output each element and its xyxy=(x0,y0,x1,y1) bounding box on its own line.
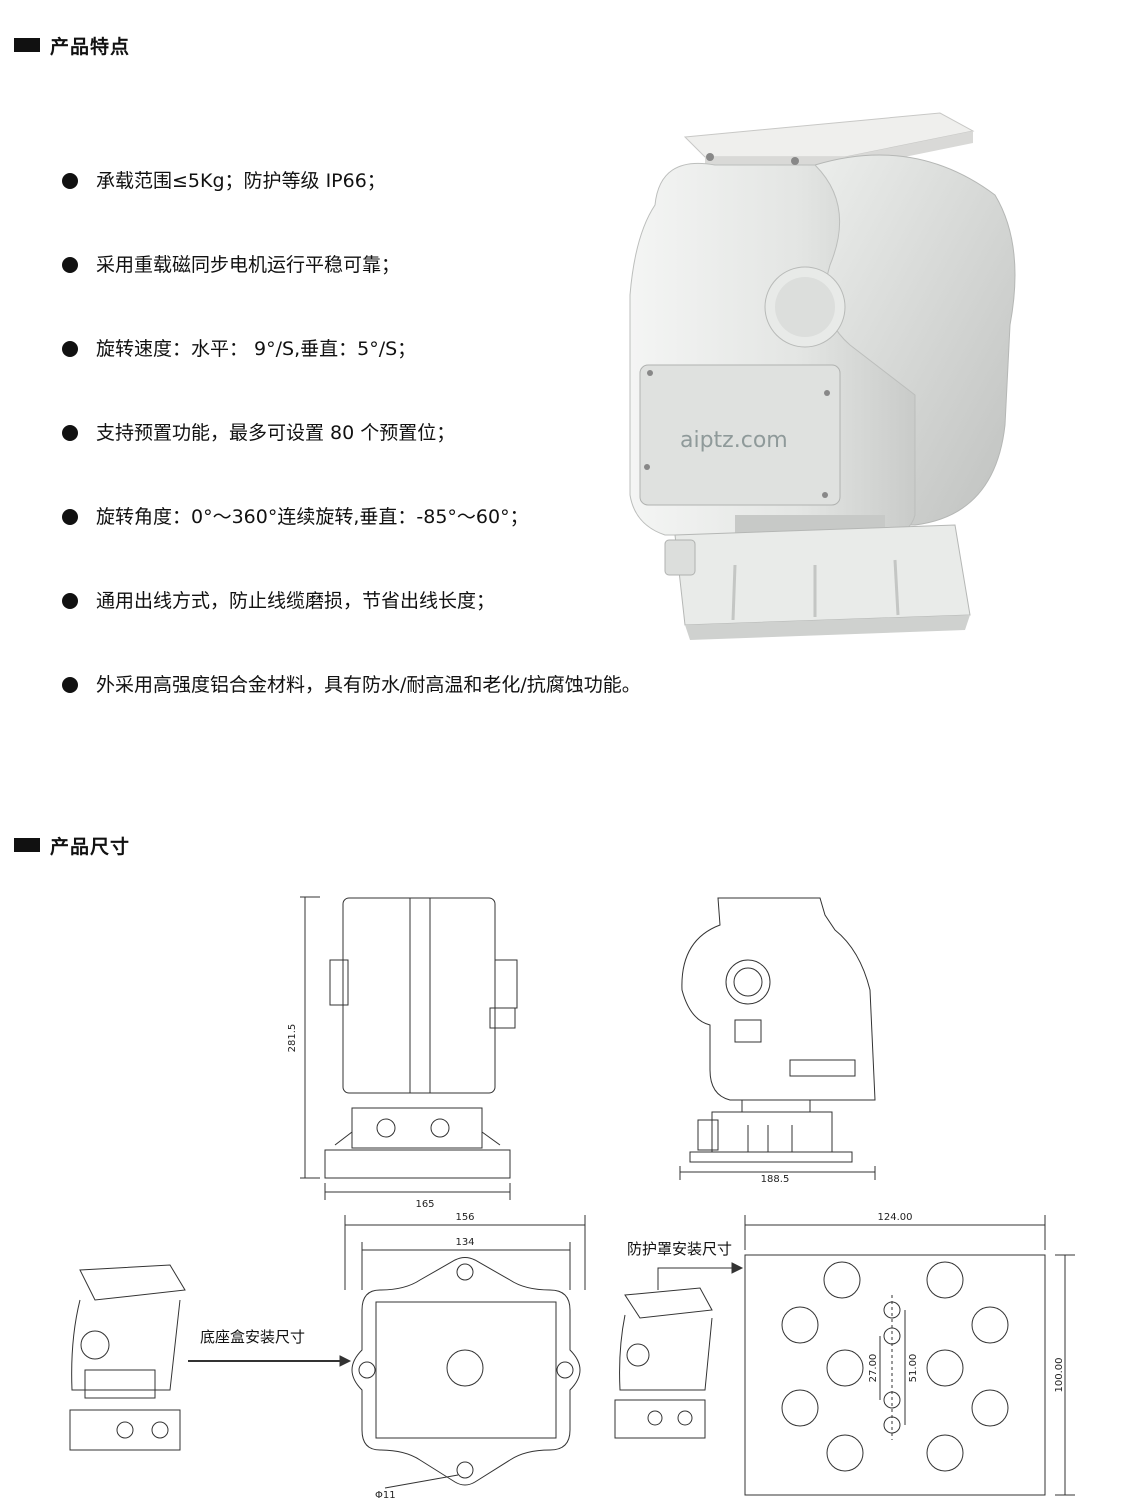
bullet-icon xyxy=(62,341,78,357)
dim-plate-height: 100.00 xyxy=(1054,1358,1065,1393)
feature-item: 支持预置功能，最多可设置 80 个预置位； xyxy=(60,420,780,504)
dim-plate-width: 124.00 xyxy=(878,1212,913,1223)
feature-item: 承载范围≤5Kg；防护等级 IP66； xyxy=(60,168,780,252)
bullet-icon xyxy=(62,257,78,273)
section-title: 产品尺寸 xyxy=(50,835,131,858)
pan-tilt-sketch-left xyxy=(69,1264,186,1451)
product-photo: aiptz.com xyxy=(629,112,1016,640)
dimension-drawings: 281.5 165 188.5 156 134 Φ11 底座盒安装尺寸 防护罩安… xyxy=(69,896,1075,1500)
side-view-drawing xyxy=(300,896,518,1200)
front-view-drawing xyxy=(679,897,876,1180)
feature-item: 旋转速度：水平： 9°/S,垂直：5°/S； xyxy=(60,336,780,420)
feature-list: 承载范围≤5Kg；防护等级 IP66； 采用重载磁同步电机运行平稳可靠； 旋转速… xyxy=(60,168,780,756)
dim-side-height: 281.5 xyxy=(287,1024,298,1053)
cover-mount-label: 防护罩安装尺寸 xyxy=(627,1240,732,1258)
dim-base-inner: 134 xyxy=(455,1237,474,1248)
watermark-text: aiptz.com xyxy=(680,428,788,453)
dim-front-width: 188.5 xyxy=(761,1174,790,1185)
bullet-icon xyxy=(62,593,78,609)
dim-side-width: 165 xyxy=(415,1199,434,1210)
section-header-features: 产品特点 xyxy=(14,32,130,58)
base-mount-label: 底座盒安装尺寸 xyxy=(200,1328,305,1346)
bullet-icon xyxy=(62,173,78,189)
mounting-plate-drawing xyxy=(744,1215,1075,1496)
dim-27: 27.00 xyxy=(868,1354,879,1383)
dim-base-outer: 156 xyxy=(455,1212,474,1223)
dim-hole-diameter: Φ11 xyxy=(375,1490,396,1500)
pan-tilt-sketch-right xyxy=(614,1262,744,1439)
bullet-icon xyxy=(62,677,78,693)
dim-51: 51.00 xyxy=(908,1354,919,1383)
feature-item: 旋转角度：0°～360°连续旋转,垂直：-85°～60°； xyxy=(60,504,780,588)
bullet-icon xyxy=(62,425,78,441)
feature-item: 外采用高强度铝合金材料，具有防水/耐高温和老化/抗腐蚀功能。 xyxy=(60,672,780,756)
bullet-icon xyxy=(62,509,78,525)
feature-item: 通用出线方式，防止线缆磨损，节省出线长度； xyxy=(60,588,780,672)
section-title: 产品特点 xyxy=(50,35,131,58)
section-header-dimensions: 产品尺寸 xyxy=(14,832,130,858)
square-bullet-icon xyxy=(14,838,40,852)
square-bullet-icon xyxy=(14,38,40,52)
base-box-drawing xyxy=(344,1215,586,1489)
feature-item: 采用重载磁同步电机运行平稳可靠； xyxy=(60,252,780,336)
